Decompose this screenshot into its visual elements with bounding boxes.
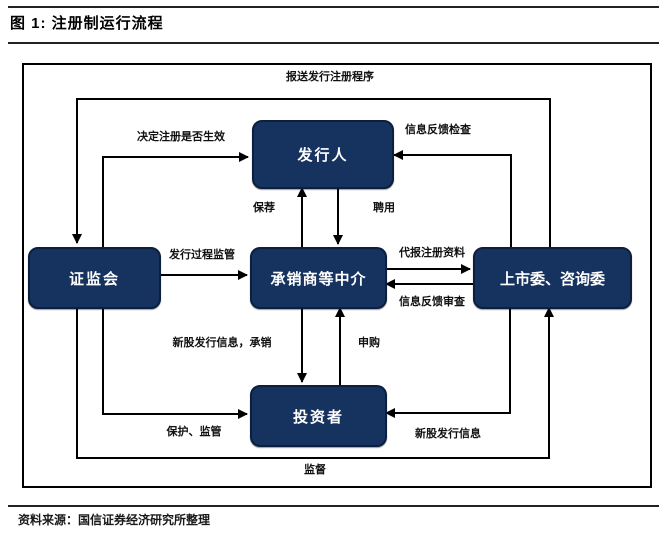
edge-label-info-feedback-check: 信息反馈检查 — [405, 124, 471, 136]
node-listing-committee-label: 上市委、咨询委 — [499, 270, 605, 288]
node-underwriter: 承销商等中介 — [250, 247, 387, 309]
node-issuer-label: 发行人 — [297, 147, 349, 164]
edge-label-protect-supervise: 保护、监管 — [166, 426, 222, 438]
edge-label-decide-registration: 决定注册是否生效 — [137, 131, 225, 143]
node-csrc-label: 证监会 — [68, 270, 120, 288]
node-issuer: 发行人 — [252, 120, 394, 189]
edge-label-supervise: 监督 — [304, 464, 326, 476]
node-underwriter-label: 承销商等中介 — [270, 270, 367, 288]
node-csrc: 证监会 — [28, 247, 161, 309]
edge-label-ipo-info: 新股发行信息 — [415, 428, 481, 440]
edge-label-ipo-info-underwriting: 新股发行信息，承销 — [172, 337, 272, 349]
source-rule — [8, 505, 659, 507]
edge-label-sponsor: 保荐 — [253, 202, 275, 214]
node-listing-committee: 上市委、咨询委 — [473, 247, 632, 309]
edge-label-info-feedback-review: 信息反馈审查 — [399, 296, 465, 308]
figure-title: 图 1: 注册制运行流程 — [10, 15, 164, 32]
edge-label-hire: 聘用 — [373, 202, 395, 214]
source-text: 资料来源：国信证券经济研究所整理 — [18, 513, 211, 527]
edge-label-issuance-supervision: 发行过程监管 — [169, 249, 235, 261]
node-investors-label: 投资者 — [292, 408, 344, 426]
edge-label-submit-materials: 代报注册资料 — [399, 247, 465, 259]
title-bottom-rule — [8, 42, 659, 44]
edge-label-subscribe: 申购 — [358, 337, 380, 349]
title-top-rule — [8, 6, 659, 8]
node-investors: 投资者 — [250, 385, 387, 447]
edge-label-submit-registration: 报送发行注册程序 — [286, 71, 374, 83]
